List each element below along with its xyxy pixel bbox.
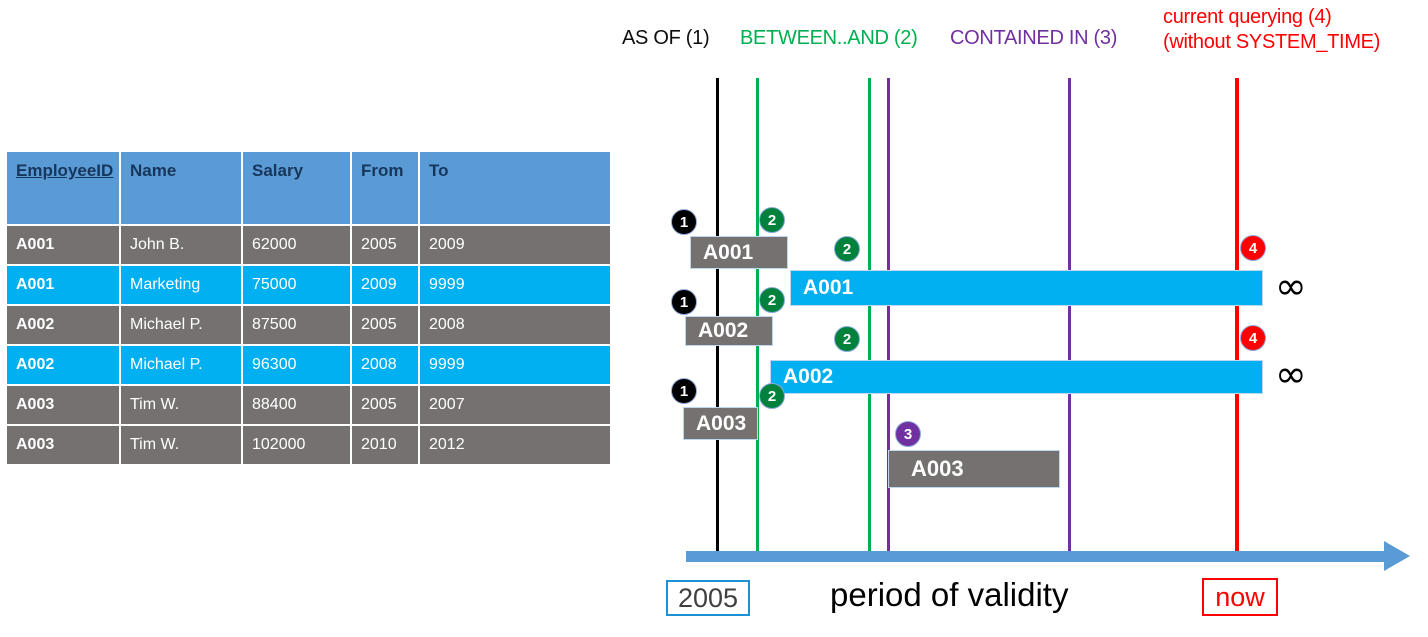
cell-to: 2009 (420, 226, 610, 264)
cell-name: John B. (121, 226, 241, 264)
table-row: A003 Tim W. 102000 2010 2012 (7, 426, 610, 464)
timeline-arrow-icon (1384, 541, 1410, 571)
column-header-name: Name (121, 152, 241, 224)
cell-employeeid: A002 (7, 346, 119, 384)
infinity-symbol-a002: ∞ (1275, 352, 1307, 396)
badge-as-of-a001-gray: 1 (671, 209, 697, 235)
vline-between-end (868, 78, 871, 556)
table-row: A001 Marketing 75000 2009 9999 (7, 266, 610, 304)
legend-as-of: AS OF (1) (622, 27, 710, 49)
table-row: A001 John B. 62000 2005 2009 (7, 226, 610, 264)
legend-current-querying-line1: current querying (4) (1163, 6, 1332, 28)
vline-contained-start (887, 78, 890, 556)
column-header-employeeid: EmployeeID (7, 152, 119, 224)
cell-from: 2008 (352, 346, 418, 384)
bar-a002-historic: A002 (685, 316, 773, 346)
axis-caption: period of validity (830, 576, 1069, 613)
cell-name: Marketing (121, 266, 241, 304)
cell-employeeid: A002 (7, 306, 119, 344)
cell-from: 2005 (352, 306, 418, 344)
cell-employeeid: A003 (7, 426, 119, 464)
badge-between-a002-gray: 2 (759, 287, 785, 313)
legend-current-querying: current querying (4) (without SYSTEM_TIM… (1163, 5, 1380, 55)
cell-salary: 102000 (243, 426, 350, 464)
cell-from: 2010 (352, 426, 418, 464)
bar-a003-early: A003 (683, 407, 758, 440)
cell-salary: 96300 (243, 346, 350, 384)
axis-now-label: now (1202, 578, 1278, 616)
badge-between-a001-current: 2 (834, 236, 860, 262)
cell-salary: 75000 (243, 266, 350, 304)
employee-table: EmployeeID Name Salary From To A001 John… (5, 150, 612, 466)
badge-current-a002: 4 (1240, 325, 1266, 351)
cell-to: 2007 (420, 386, 610, 424)
badge-between-a001-gray: 2 (759, 207, 785, 233)
legend-contained-in: CONTAINED IN (3) (950, 27, 1118, 49)
badge-as-of-a003-early: 1 (671, 378, 697, 404)
cell-employeeid: A001 (7, 266, 119, 304)
table-row: A002 Michael P. 87500 2005 2008 (7, 306, 610, 344)
column-header-from: From (352, 152, 418, 224)
badge-as-of-a002-gray: 1 (671, 289, 697, 315)
infinity-symbol-a001: ∞ (1275, 264, 1307, 308)
cell-to: 2012 (420, 426, 610, 464)
cell-employeeid: A003 (7, 386, 119, 424)
cell-name: Michael P. (121, 306, 241, 344)
cell-to: 2008 (420, 306, 610, 344)
cell-from: 2005 (352, 226, 418, 264)
cell-salary: 87500 (243, 306, 350, 344)
cell-employeeid: A001 (7, 226, 119, 264)
timeline-axis (686, 551, 1386, 562)
cell-salary: 62000 (243, 226, 350, 264)
legend-current-querying-line2: (without SYSTEM_TIME) (1163, 31, 1381, 53)
cell-to: 9999 (420, 266, 610, 304)
cell-name: Michael P. (121, 346, 241, 384)
column-header-salary: Salary (243, 152, 350, 224)
bar-a001-current: A001 (790, 270, 1263, 306)
bar-a003-contained: A003 (888, 450, 1060, 488)
table-row: A002 Michael P. 96300 2008 9999 (7, 346, 610, 384)
column-header-to: To (420, 152, 610, 224)
cell-from: 2005 (352, 386, 418, 424)
badge-between-a002-current: 2 (834, 326, 860, 352)
bar-a002-current: A002 (770, 360, 1263, 394)
legend-between-and: BETWEEN..AND (2) (740, 27, 918, 49)
cell-name: Tim W. (121, 426, 241, 464)
axis-start-label: 2005 (666, 580, 750, 616)
vline-contained-end (1068, 78, 1071, 556)
cell-salary: 88400 (243, 386, 350, 424)
table-row: A003 Tim W. 88400 2005 2007 (7, 386, 610, 424)
vline-now (1235, 78, 1239, 556)
cell-to: 9999 (420, 346, 610, 384)
column-header-employeeid-label: EmployeeID (16, 161, 114, 180)
cell-from: 2009 (352, 266, 418, 304)
table-header-row: EmployeeID Name Salary From To (7, 152, 610, 224)
badge-current-a001: 4 (1240, 235, 1266, 261)
badge-between-a003-early: 2 (759, 383, 785, 409)
bar-a001-historic: A001 (690, 236, 788, 269)
cell-name: Tim W. (121, 386, 241, 424)
badge-contained-a003: 3 (895, 421, 921, 447)
